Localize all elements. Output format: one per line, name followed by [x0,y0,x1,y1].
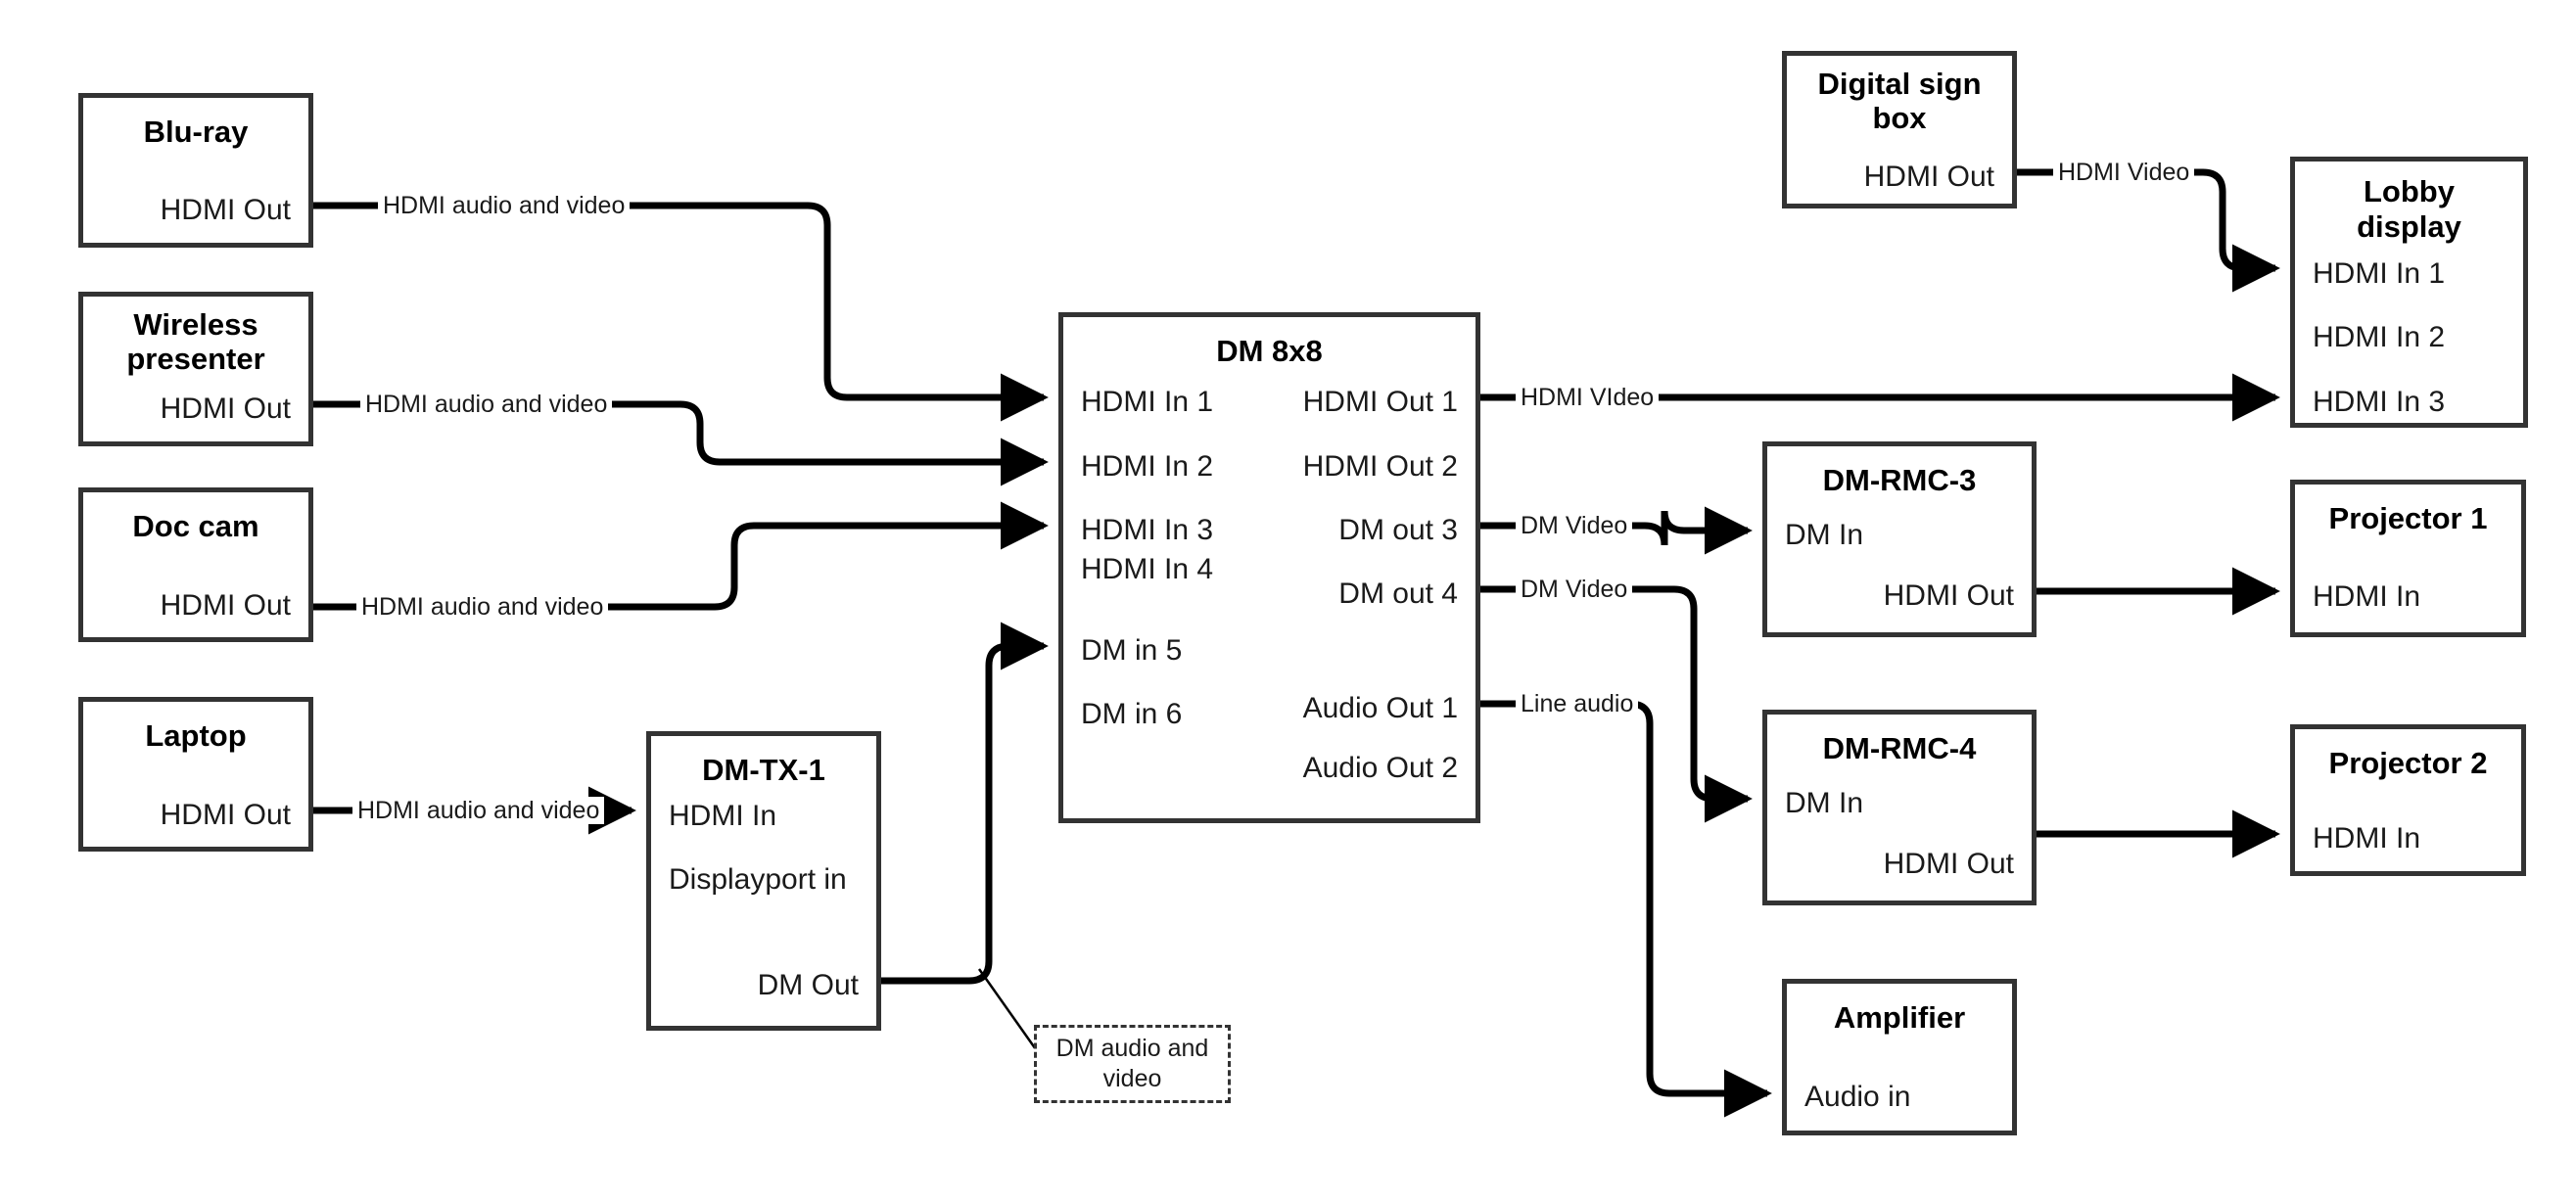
node-dm-8x8-input-hdmi-in-4[interactable]: HDMI In 4 [1081,553,1214,585]
node-laptop-title: Laptop [145,718,247,753]
wire-doccam-to-dm8x8-in3 [313,501,1049,611]
wire-digitalsign-to-lobby-in1 [2017,168,2280,293]
node-lobby-display-input-hdmi-in-3[interactable]: HDMI In 3 [2313,386,2446,418]
node-blu-ray-title: Blu-ray [143,115,249,149]
node-dm-tx-1-port-dm-out[interactable]: DM Out [757,969,859,1001]
wire-dm8x8-dmout4-to-dmrmc4 [1480,585,1753,823]
wire-label-bluray-to-dm8x8: HDMI audio and video [378,192,631,219]
node-dm-8x8-input-hdmi-in-2[interactable]: HDMI In 2 [1081,450,1214,483]
node-dm-8x8[interactable]: DM 8x8 HDMI In 1 HDMI In 2 HDMI In 3 HDM… [1058,312,1480,823]
node-projector-1-title: Projector 1 [2328,501,2488,535]
node-digital-sign-box-port-hdmi-out[interactable]: HDMI Out [1863,161,1994,193]
leader-line-dm-audio-video-note [977,968,1040,1053]
node-projector-2[interactable]: Projector 2 HDMI In [2290,724,2526,876]
wire-label-doccam-to-dm8x8: HDMI audio and video [356,593,609,621]
node-digital-sign-box-title-line2: box [1872,101,1927,135]
node-dm-8x8-output-audio-out-2[interactable]: Audio Out 2 [1302,752,1458,784]
node-dm-8x8-title: DM 8x8 [1216,334,1323,368]
node-lobby-display[interactable]: Lobby display HDMI In 1 HDMI In 2 HDMI I… [2290,157,2528,428]
node-amplifier-title: Amplifier [1833,1000,1966,1035]
node-dm-rmc-3[interactable]: DM-RMC-3 DM In HDMI Out [1762,441,2037,637]
node-dm-8x8-output-hdmi-out-1[interactable]: HDMI Out 1 [1302,386,1458,418]
node-dm-8x8-output-dm-out-4[interactable]: DM out 4 [1338,577,1458,610]
node-projector-1[interactable]: Projector 1 HDMI In [2290,480,2526,637]
wire-dmtx1-to-dm8x8-dmin5 [881,622,1049,985]
node-wireless-presenter[interactable]: Wireless presenter HDMI Out [78,292,313,446]
node-projector-2-port-hdmi-in[interactable]: HDMI In [2313,822,2421,855]
node-dm-rmc-3-port-dm-in[interactable]: DM In [1785,519,1864,551]
node-lobby-display-input-hdmi-in-1[interactable]: HDMI In 1 [2313,257,2446,290]
node-dm-8x8-output-hdmi-out-2[interactable]: HDMI Out 2 [1302,450,1458,483]
node-blu-ray-port-hdmi-out[interactable]: HDMI Out [160,194,291,226]
node-dm-8x8-input-hdmi-in-3[interactable]: HDMI In 3 [1081,514,1214,546]
node-lobby-display-title-line1: Lobby [2364,174,2455,208]
node-wireless-presenter-port-hdmi-out[interactable]: HDMI Out [160,393,291,425]
node-dm-rmc-4-port-dm-in[interactable]: DM In [1785,787,1864,819]
annotation-dm-audio-and-video: DM audio and video [1034,1025,1231,1103]
node-amplifier[interactable]: Amplifier Audio in [1782,979,2017,1135]
node-amplifier-port-audio-in[interactable]: Audio in [1804,1081,1911,1113]
wire-dm8x8-audioout1-to-amplifier [1480,700,1772,1118]
wire-label-dmout4-to-dmrmc4: DM Video [1516,576,1633,603]
node-dm-8x8-input-dm-in-6[interactable]: DM in 6 [1081,698,1183,730]
node-dm-rmc-3-port-hdmi-out[interactable]: HDMI Out [1883,579,2014,612]
node-dm-rmc-4-title: DM-RMC-4 [1822,731,1977,765]
node-dm-tx-1[interactable]: DM-TX-1 HDMI In Displayport in DM Out [646,731,881,1031]
wire-label-wireless-to-dm8x8: HDMI audio and video [360,391,613,418]
node-projector-1-port-hdmi-in[interactable]: HDMI In [2313,580,2421,613]
node-lobby-display-title-line2: display [2357,209,2461,244]
node-digital-sign-box-title-line1: Digital sign [1817,67,1982,101]
wire-bluray-to-dm8x8-in1 [313,202,1049,422]
node-dm-tx-1-port-hdmi-in[interactable]: HDMI In [669,800,777,832]
node-dm-rmc-3-title: DM-RMC-3 [1822,463,1977,497]
node-dm-rmc-4[interactable]: DM-RMC-4 DM In HDMI Out [1762,710,2037,905]
wire-label-audioout1-to-amplifier: Line audio [1516,690,1639,717]
node-dm-tx-1-title: DM-TX-1 [702,753,825,787]
node-dm-8x8-output-dm-out-3[interactable]: DM out 3 [1338,514,1458,546]
wire-label-dmout3-to-dmrmc3: DM Video [1516,512,1633,539]
node-lobby-display-input-hdmi-in-2[interactable]: HDMI In 2 [2313,321,2446,353]
node-doc-cam-title: Doc cam [132,509,259,543]
wire-label-hdmiout1-to-lobby: HDMI VIdeo [1516,384,1660,411]
node-dm-8x8-output-audio-out-1[interactable]: Audio Out 1 [1302,692,1458,724]
node-dm-8x8-input-hdmi-in-1[interactable]: HDMI In 1 [1081,386,1214,418]
node-laptop[interactable]: Laptop HDMI Out [78,697,313,852]
wire-label-digitalsign-to-lobby: HDMI Video [2053,159,2195,186]
node-wireless-presenter-title-line1: Wireless [133,307,258,342]
wire-dm8x8-dmout3-to-dmrmc3 [1480,506,1753,555]
node-projector-2-title: Projector 2 [2328,746,2488,780]
wire-label-laptop-to-dmtx1: HDMI audio and video [352,797,605,824]
node-dm-rmc-4-port-hdmi-out[interactable]: HDMI Out [1883,848,2014,880]
node-blu-ray[interactable]: Blu-ray HDMI Out [78,93,313,248]
node-wireless-presenter-title-line2: presenter [126,342,265,376]
node-doc-cam-port-hdmi-out[interactable]: HDMI Out [160,589,291,622]
wire-wireless-to-dm8x8-in2 [313,400,1049,486]
node-dm-8x8-input-dm-in-5[interactable]: DM in 5 [1081,634,1183,667]
node-laptop-port-hdmi-out[interactable]: HDMI Out [160,799,291,831]
node-digital-sign-box[interactable]: Digital sign box HDMI Out [1782,51,2017,208]
node-dm-tx-1-port-displayport-in[interactable]: Displayport in [669,863,847,896]
node-doc-cam[interactable]: Doc cam HDMI Out [78,487,313,642]
